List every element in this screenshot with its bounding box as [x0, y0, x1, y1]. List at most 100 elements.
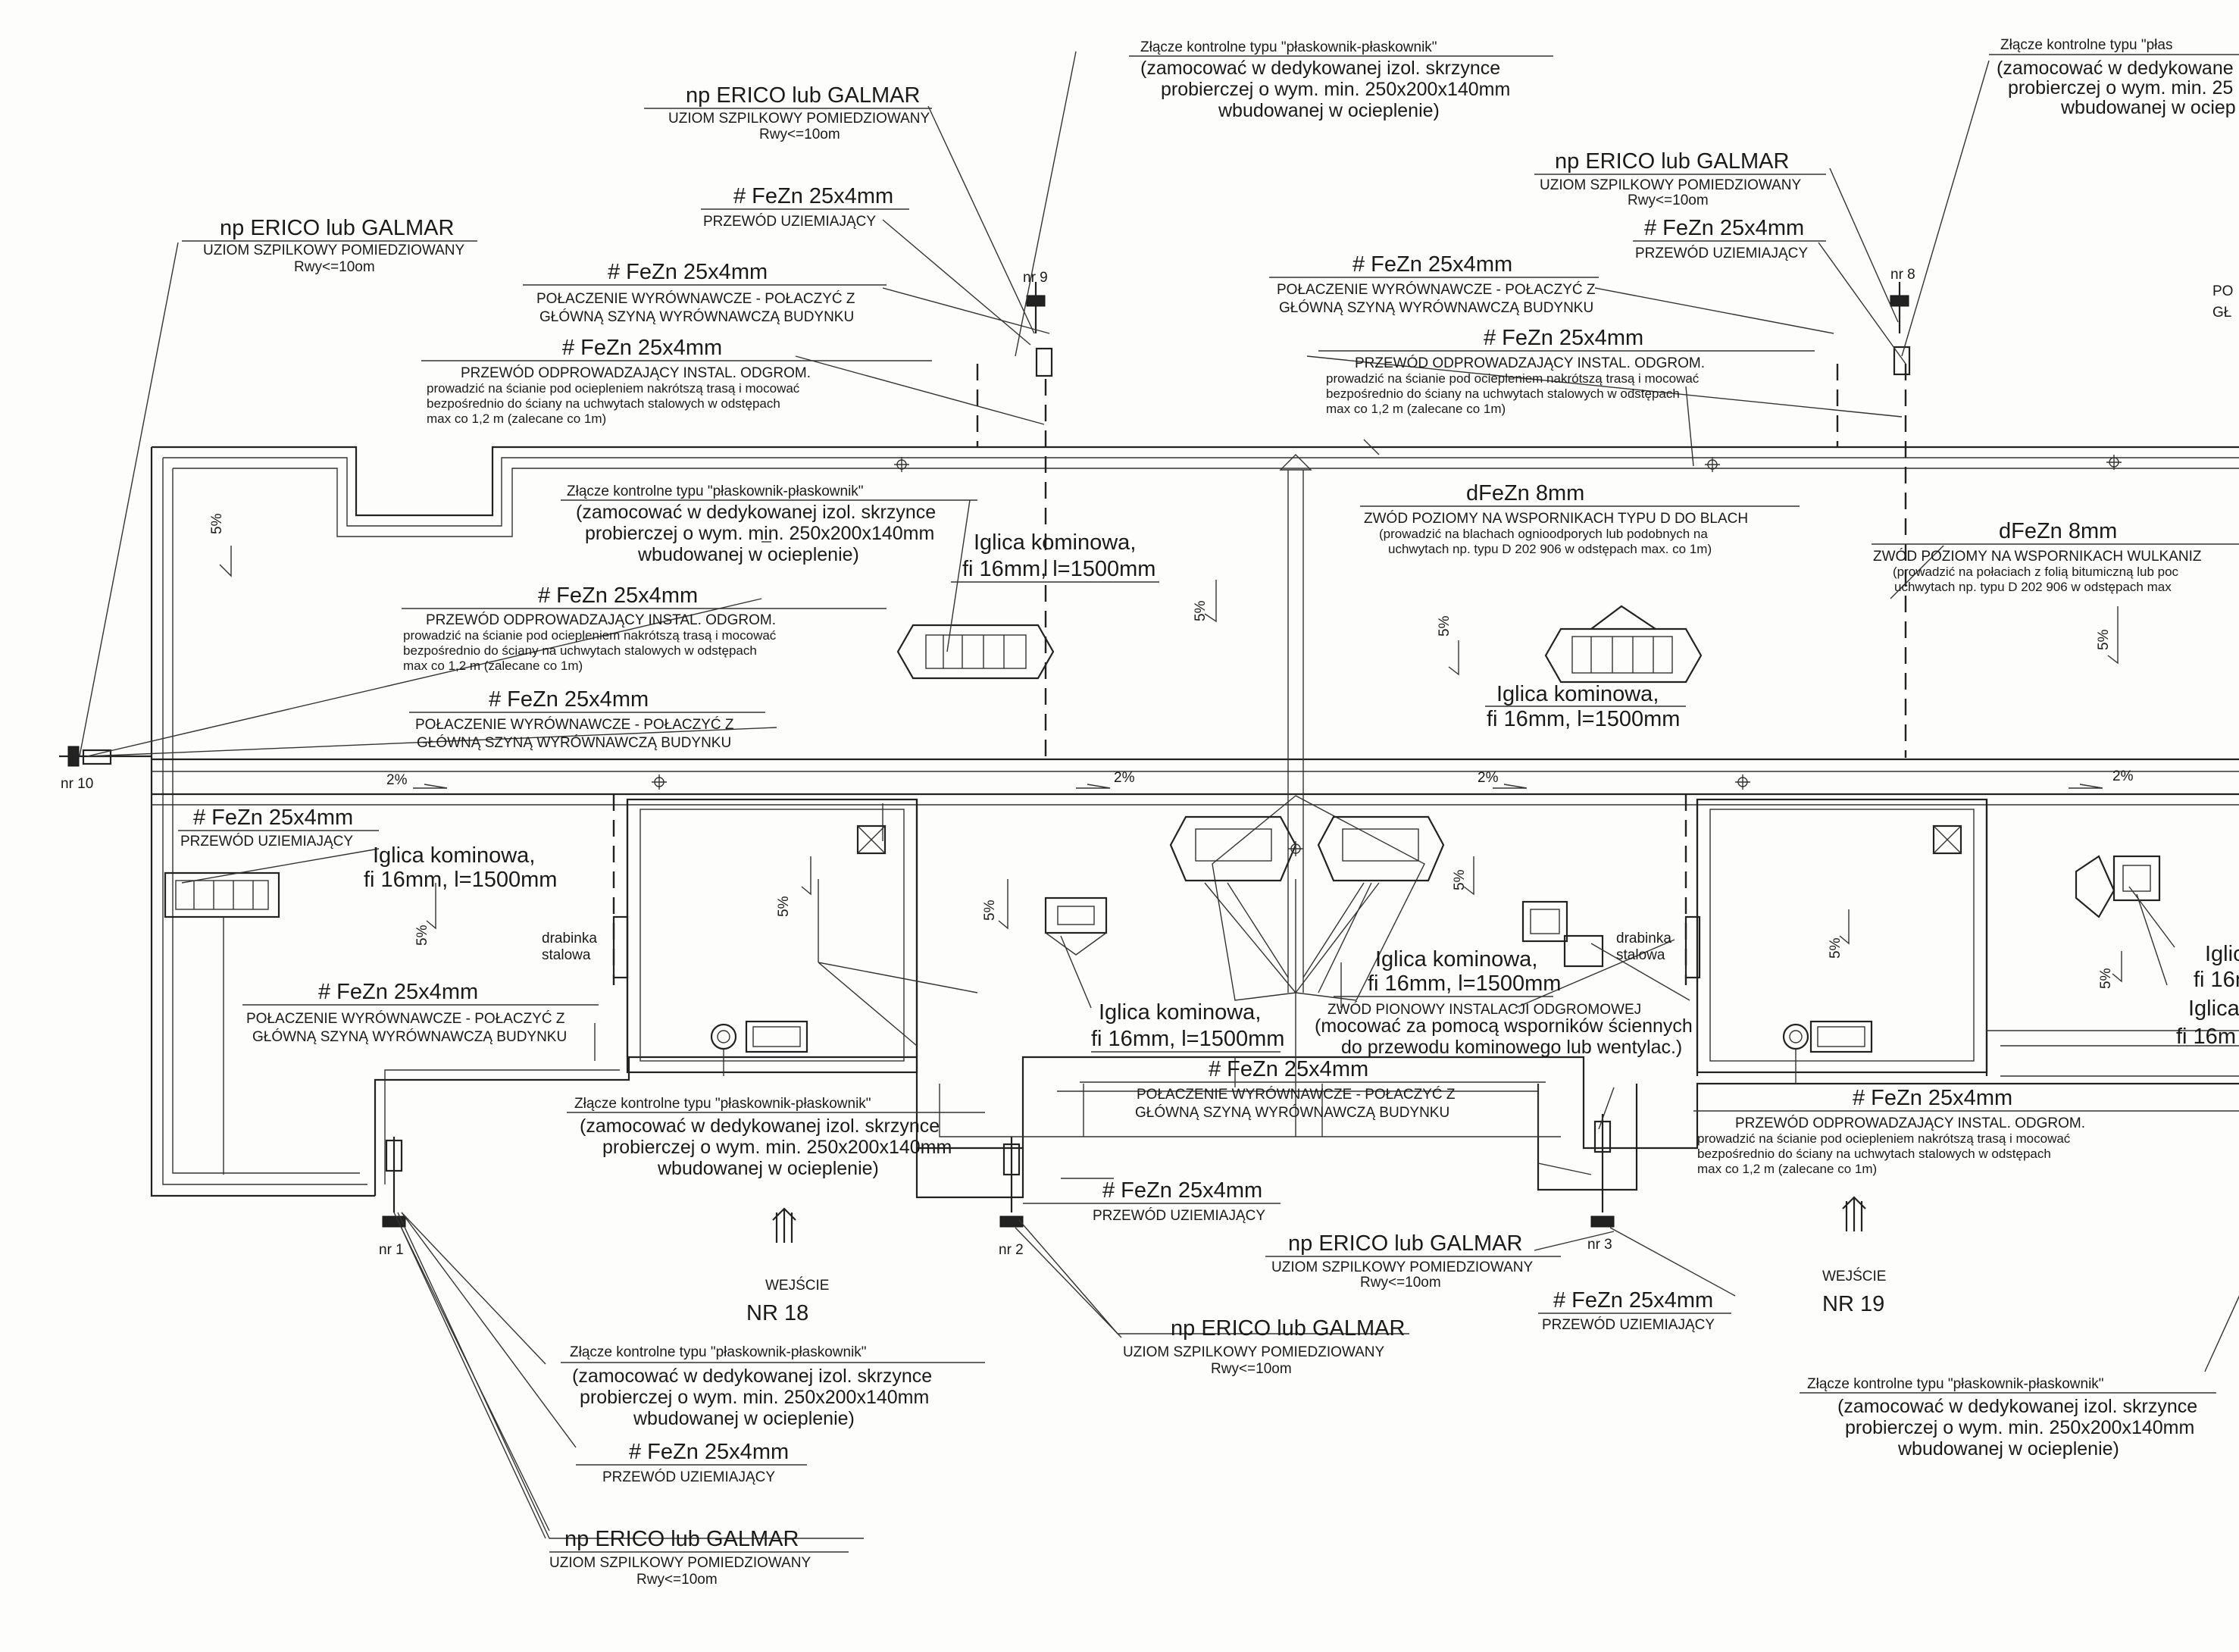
partial-gl: GŁ: [2212, 305, 2231, 321]
down-line2-a: prowadzić na ścianie pod ociepleniem nak…: [427, 381, 800, 396]
fezn-label-4: # FeZn 25x4mm: [1644, 216, 1804, 240]
spike-line1-a: Iglica kominowa,: [974, 530, 1136, 555]
equip-line2-e: GŁÓWNĄ SZYNĄ WYRÓWNAWCZĄ BUDYNKU: [1135, 1104, 1449, 1121]
horiz-d-1: ZWÓD POZIOMY NA WSPORNIKACH TYPU D DO BL…: [1364, 510, 1748, 527]
down-line2-c: prowadzić na ścianie pod ociepleniem nak…: [403, 628, 777, 643]
equip-line1-e: POŁACZENIE WYRÓWNAWCZE - POŁACZYĆ Z: [1137, 1086, 1456, 1103]
conn-line4-b: wbudowanej w ocieplenie): [637, 544, 859, 565]
entrance-19-label: WEJŚCIE: [1822, 1268, 1886, 1284]
conn-right-1: Złącze kontrolne typu "płas: [2000, 37, 2172, 53]
spike-line2-b: fi 16mm, l=1500mm: [1487, 707, 1680, 731]
slope-2-b: 2%: [1114, 770, 1135, 786]
conn-right-4: wbudowanej w ociep: [2060, 97, 2236, 118]
equip-line2-b: GŁÓWNĄ SZYNĄ WYRÓWNAWCZĄ BUDYNKU: [1279, 299, 1593, 316]
earth-wire-label-4: PRZEWÓD UZIEMIAJĄCY: [1093, 1207, 1265, 1224]
conn-line1-b: Złącze kontrolne typu "płaskownik-płasko…: [567, 483, 864, 499]
ladder-2-line2: stalowa: [1616, 947, 1665, 963]
down-line4-b: max co 1,2 m (zalecane co 1m): [1326, 402, 1506, 416]
partial-iglica-a: Iglic: [2205, 942, 2239, 966]
probe-nr9: nr 9: [1023, 270, 1048, 286]
slope-5-a: 5%: [209, 513, 225, 534]
conn-line3-a: probierczej o wym. min. 250x200x140mm: [1161, 79, 1510, 100]
rod-sub-4: UZIOM SZPILKOWY POMIEDZIOWANY: [1271, 1259, 1534, 1275]
fezn-label-2: # FeZn 25x4mm: [608, 260, 768, 284]
down-line3-a: bezpośrednio do ściany na uchwytach stal…: [427, 396, 780, 411]
roof-openings: [612, 824, 1962, 1053]
horiz-w-2: (prowadzić na połaciach z folią bitumicz…: [1893, 565, 2179, 579]
entrance-19-number: NR 19: [1822, 1292, 1884, 1316]
horiz-d-3: uchwytach np. typu D 202 906 w odstępach…: [1388, 542, 1712, 556]
probe-nr10: nr 10: [61, 776, 93, 792]
down-line1-b: PRZEWÓD ODPROWADZAJĄCY INSTAL. ODGROM.: [1355, 355, 1705, 371]
conn-line3-d: probierczej o wym. min. 250x200x140mm: [580, 1387, 929, 1408]
down-line3-b: bezpośrednio do ściany na uchwytach stal…: [1326, 386, 1680, 401]
rod-sub-5: UZIOM SZPILKOWY POMIEDZIOWANY: [1123, 1344, 1385, 1360]
entrance-18-label: WEJŚCIE: [765, 1277, 829, 1294]
conn-line4-d: wbudowanej w ocieplenie): [633, 1408, 855, 1429]
rod-sub-2: UZIOM SZPILKOWY POMIEDZIOWANY: [668, 111, 930, 127]
partial-fi-a: fi 16m: [2194, 968, 2239, 992]
leader-lines: [79, 51, 2239, 1539]
earthing-rods: [59, 282, 1911, 1228]
rod-rwy-5: Rwy<=10om: [1211, 1361, 1292, 1377]
down-line1-c: PRZEWÓD ODPROWADZAJĄCY INSTAL. ODGROM.: [426, 612, 776, 628]
conn-line3-c: probierczej o wym. min. 250x200x140mm: [602, 1137, 952, 1158]
slope-2-a: 2%: [386, 772, 408, 788]
horiz-d-2: (prowadzić na blachach ognioodporych lub…: [1379, 527, 1708, 541]
spike-line2-e: fi 16mm, l=1500mm: [1368, 971, 1561, 996]
equip-line1-c: POŁACZENIE WYRÓWNAWCZE - POŁACZYĆ Z: [415, 716, 734, 733]
rod-rwy-2: Rwy<=10om: [759, 127, 840, 142]
vert-line3: do przewodu kominowego lub wentylac.): [1341, 1037, 1682, 1058]
rod-rwy-6: Rwy<=10om: [636, 1572, 718, 1588]
partial-po: PO: [2212, 283, 2233, 299]
rod-title-3: np ERICO lub GALMAR: [1555, 149, 1789, 174]
conn-line4-a: wbudowanej w ocieplenie): [1218, 100, 1440, 121]
fezn-label-5: # FeZn 25x4mm: [1352, 252, 1512, 277]
down-line1-d: PRZEWÓD ODPROWADZAJĄCY INSTAL. ODGROM.: [1735, 1115, 2085, 1131]
spike-line2-a: fi 16mm, l=1500mm: [962, 557, 1155, 581]
labels: np ERICO lub GALMAR UZIOM SZPILKOWY POMI…: [61, 37, 2239, 1588]
fezn-label-3: # FeZn 25x4mm: [562, 336, 722, 360]
spike-line1-e: Iglica kominowa,: [1375, 947, 1537, 971]
rod-sub-1: UZIOM SZPILKOWY POMIEDZIOWANY: [203, 242, 465, 258]
conn-right-2: (zamocować w dedykowane: [1997, 58, 2234, 79]
chimneys: [164, 605, 2161, 968]
rod-title-4: np ERICO lub GALMAR: [1288, 1231, 1522, 1256]
probe-nr1: nr 1: [379, 1242, 404, 1258]
fezn-label-13: # FeZn 25x4mm: [1102, 1178, 1262, 1203]
down-line2-b: prowadzić na ścianie pod ociepleniem nak…: [1326, 371, 1700, 386]
fezn-label-7: # FeZn 25x4mm: [538, 584, 698, 608]
down-line4-d: max co 1,2 m (zalecane co 1m): [1697, 1162, 1877, 1176]
slope-5-i: 5%: [1828, 937, 1843, 959]
probe-nr3: nr 3: [1587, 1237, 1612, 1253]
rod-rwy-4: Rwy<=10om: [1360, 1275, 1441, 1291]
probe-nr2: nr 2: [999, 1242, 1024, 1258]
equip-line2-c: GŁÓWNĄ SZYNĄ WYRÓWNAWCZĄ BUDYNKU: [417, 734, 731, 751]
ladder-1-line1: drabinka: [542, 931, 597, 946]
partial-iglica-b: Iglica: [2188, 997, 2239, 1021]
earth-wire-label-5: PRZEWÓD UZIEMIAJĄCY: [1542, 1316, 1715, 1333]
fezn-label-6: # FeZn 25x4mm: [1484, 326, 1643, 350]
conn-line3-b: probierczej o wym. min. 250x200x140mm: [585, 523, 934, 544]
conn-line1-e: Złącze kontrolne typu "płaskownik-płasko…: [1807, 1376, 2104, 1392]
rod-title-2: np ERICO lub GALMAR: [686, 83, 920, 108]
fezn-label-10: # FeZn 25x4mm: [318, 980, 478, 1004]
slope-2-d: 2%: [2112, 768, 2134, 784]
conn-line4-e: wbudowanej w ocieplenie): [1897, 1438, 2119, 1460]
conn-line1-a: Złącze kontrolne typu "płaskownik-płasko…: [1140, 39, 1437, 55]
dfezn-label-1: dFeZn 8mm: [1466, 481, 1584, 505]
rod-title-5: np ERICO lub GALMAR: [1171, 1316, 1405, 1341]
slope-5-f: 5%: [414, 925, 430, 946]
spike-line1-b: Iglica kominowa,: [1496, 682, 1659, 706]
dfezn-label-2: dFeZn 8mm: [1999, 519, 2117, 543]
down-line3-d: bezpośrednio do ściany na uchwytach stal…: [1697, 1147, 2051, 1161]
slope-5-g: 5%: [776, 896, 792, 917]
rod-title-6: np ERICO lub GALMAR: [564, 1527, 799, 1551]
earth-wire-label-3: PRZEWÓD UZIEMIAJĄCY: [180, 833, 353, 849]
conn-line1-d: Złącze kontrolne typu "płaskownik-płasko…: [570, 1344, 867, 1360]
fezn-label-15: # FeZn 25x4mm: [629, 1440, 789, 1464]
fezn-label-11: # FeZn 25x4mm: [1209, 1057, 1368, 1081]
down-line2-d: prowadzić na ścianie pod ociepleniem nak…: [1697, 1131, 2071, 1146]
